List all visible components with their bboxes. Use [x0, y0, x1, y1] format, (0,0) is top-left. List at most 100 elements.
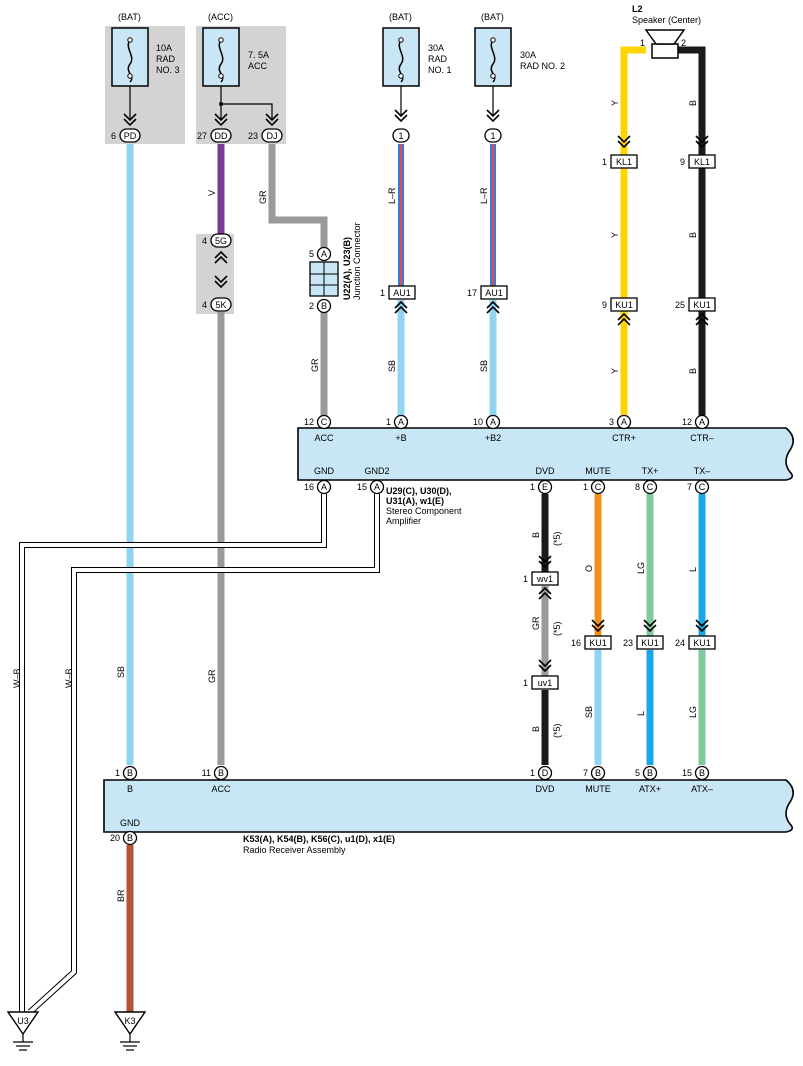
amp-top-pin-3-pin: 3 [609, 417, 614, 427]
label-lr2: L–R [479, 187, 489, 204]
svg-text:wv1: wv1 [536, 574, 553, 584]
label-sb2: SB [479, 360, 489, 372]
radio-top-pin-3-conn: B [595, 768, 601, 778]
amp-bottom-pin-5-conn: C [699, 482, 706, 492]
svg-text:23: 23 [248, 131, 258, 141]
conn-kl1-9: KL1 9 [680, 154, 716, 169]
fuse-rad3 [111, 27, 149, 126]
conn-ku1-16: KU1 16 [571, 635, 612, 650]
svg-text:KL1: KL1 [616, 157, 632, 167]
label-br: BR [116, 889, 126, 902]
label-y1: Y [610, 100, 620, 106]
svg-text:KL1: KL1 [694, 157, 710, 167]
label-b-dvd2: B [531, 726, 541, 732]
svg-text:1: 1 [380, 288, 385, 298]
fuse-rad3-name1: RAD [156, 54, 176, 64]
svg-text:DD: DD [215, 131, 228, 141]
label-gr-top: GR [258, 190, 268, 204]
svg-text:9: 9 [602, 300, 607, 310]
radio-top-pin-1-terminal: ACC [211, 784, 231, 794]
conn-rad1-1: 1 [392, 128, 410, 143]
label-b1: B [688, 100, 698, 106]
svg-text:PD: PD [124, 131, 137, 141]
fuse-rad1-name1: RAD [428, 54, 448, 64]
amp-top-pin-4-terminal: CTR– [690, 433, 714, 443]
conn-ku1-25: KU1 25 [675, 297, 716, 312]
conn-ku1-9: KU1 9 [602, 297, 638, 312]
svg-text:25: 25 [675, 300, 685, 310]
junction-connector: A 5 B 2 [309, 246, 339, 314]
svg-text:B: B [127, 833, 133, 843]
svg-text:5G: 5G [215, 236, 227, 246]
conn-au1-1: AU1 1 [380, 285, 416, 300]
label-b-dvd1: B [531, 532, 541, 538]
label-b2: B [688, 232, 698, 238]
radio-name: Radio Receiver Assembly [243, 845, 346, 855]
fuse-acc-amp: 7. 5A [248, 50, 269, 60]
label-star1: (*5) [552, 531, 562, 546]
amp-top-pin-3-conn: A [621, 417, 627, 427]
radio-top-pin-0-pin: 1 [115, 768, 120, 778]
speaker-name: Speaker (Center) [632, 15, 701, 25]
conn-pd: PD 6 [111, 128, 141, 143]
label-sb1: SB [387, 360, 397, 372]
fuse-rad3-amp: 10A [156, 43, 172, 53]
svg-text:AU1: AU1 [485, 288, 503, 298]
svg-text:1: 1 [602, 157, 607, 167]
amplifier-box [297, 427, 794, 481]
radio-top-pin-4-conn: B [647, 768, 653, 778]
amp-top-pin-0-terminal: ACC [314, 433, 334, 443]
amplifier-ref1: U29(C), U30(D), [386, 486, 452, 496]
label-lr1: L–R [387, 187, 397, 204]
label-v: V [207, 190, 217, 196]
svg-text:KU1: KU1 [641, 638, 659, 648]
amp-bottom-pin-1-pin: 15 [357, 482, 367, 492]
amp-bottom-pin-3-terminal: MUTE [585, 466, 611, 476]
radio-top-pin-2-conn: D [542, 768, 549, 778]
label-l1: L [636, 711, 646, 716]
label-sb-left: SB [116, 666, 126, 678]
svg-text:1: 1 [523, 678, 528, 688]
amp-top-pin-4-conn: A [699, 417, 705, 427]
svg-text:4: 4 [202, 300, 207, 310]
fuse-rad3-name2: NO. 3 [156, 65, 180, 75]
amp-top-pin-1-terminal: +B [395, 433, 406, 443]
junction-label1: U22(A), U23(B) [342, 237, 352, 300]
conn-uv1: uv1 1 [523, 675, 559, 690]
fuse-acc-name1: ACC [248, 61, 268, 71]
amp-bottom-pin-0-terminal: GND [314, 466, 335, 476]
conn-5k: 5K 4 [202, 297, 232, 312]
amp-top-pin-2: A10+B2 [473, 414, 501, 443]
amp-top-pin-2-pin: 10 [473, 417, 483, 427]
svg-text:6: 6 [111, 131, 116, 141]
fuse-rad1-name2: NO. 1 [428, 65, 452, 75]
ground-k3-icon: K3 [113, 1011, 147, 1051]
conn-ku1-23: KU1 23 [623, 635, 664, 650]
amp-bottom-pin-0-conn: A [321, 482, 327, 492]
svg-text:uv1: uv1 [538, 678, 553, 688]
amp-top-pin-2-terminal: +B2 [485, 433, 501, 443]
label-b3: B [688, 368, 698, 374]
svg-text:20: 20 [110, 833, 120, 843]
conn-dd: DD 27 [197, 128, 232, 143]
svg-text:1: 1 [490, 131, 495, 141]
radio-top-pin-3-terminal: MUTE [585, 784, 611, 794]
amp-top-pin-4-pin: 12 [682, 417, 692, 427]
junction-label2: Junction Connector [352, 222, 362, 300]
radio-top-pin-5-pin: 15 [682, 768, 692, 778]
svg-text:1: 1 [523, 574, 528, 584]
svg-text:KU1: KU1 [693, 300, 711, 310]
speaker-pin2: 2 [681, 38, 686, 48]
amp-top-pin-1-conn: A [398, 417, 404, 427]
speaker-pin1: 1 [640, 38, 645, 48]
svg-text:K3: K3 [124, 1016, 135, 1026]
svg-text:U3: U3 [17, 1016, 29, 1026]
wire-b [678, 46, 706, 418]
